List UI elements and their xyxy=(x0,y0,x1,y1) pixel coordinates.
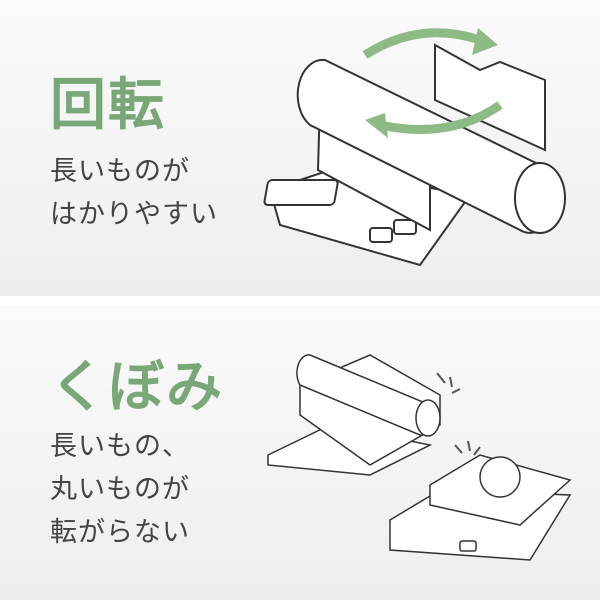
rotate-title: 回転 xyxy=(50,73,166,138)
rotate-panel: 回転 長いものが はかりやすい xyxy=(0,0,600,296)
hollow-scales-illustration xyxy=(267,354,572,561)
rotate-arrow-icon xyxy=(379,101,503,134)
text-line: 長いもの、 xyxy=(50,431,190,462)
text-line: はかりやすい xyxy=(50,199,218,230)
rotate-arrow-icon xyxy=(362,28,482,59)
rotate-description: 長いものが はかりやすい xyxy=(50,150,218,236)
text-line: 丸いものが xyxy=(50,474,190,505)
hollow-panel: くぼみ 長いもの、 丸いものが 転がらない xyxy=(0,305,600,600)
text-line: 転がらない xyxy=(50,517,190,548)
rotating-scale-illustration xyxy=(263,28,566,267)
hollow-description: 長いもの、 丸いものが 転がらない xyxy=(50,425,190,554)
text-line: 長いものが xyxy=(50,156,190,187)
hollow-title: くぼみ xyxy=(50,355,224,420)
